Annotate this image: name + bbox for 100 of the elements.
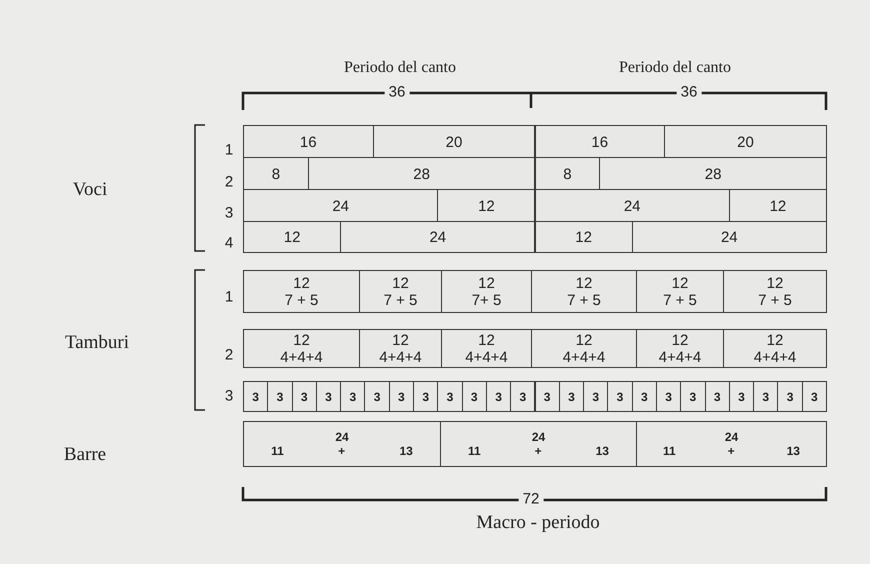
duration-cell — [441, 329, 532, 368]
duration-value: 11 — [271, 444, 284, 458]
duration-value: 4+4+4 — [379, 348, 422, 366]
group-label: Tamburi — [64, 332, 130, 354]
duration-value: 24 — [335, 430, 349, 444]
duration-value: 4+4+4 — [562, 348, 606, 366]
duration-cell — [632, 381, 657, 412]
duration-cell — [441, 270, 532, 313]
duration-cell — [534, 125, 666, 159]
duration-value: 13 — [596, 444, 609, 458]
duration-cell — [802, 381, 827, 412]
duration-value: 3 — [398, 390, 405, 404]
duration-value: 12 — [293, 274, 310, 292]
duration-value: 24 — [332, 198, 349, 214]
duration-value: 3 — [616, 390, 624, 404]
duration-cell — [534, 157, 600, 191]
duration-value: 28 — [704, 166, 722, 182]
duration-cell — [340, 221, 536, 253]
duration-cell — [723, 270, 827, 313]
duration-value: 12 — [672, 274, 688, 292]
duration-cell — [308, 157, 536, 191]
duration-cell — [462, 381, 487, 412]
duration-cell — [267, 381, 293, 412]
duration-value: 3 — [738, 390, 745, 404]
duration-cell — [340, 381, 366, 412]
duration-value: 24 — [429, 228, 446, 246]
duration-cell — [316, 381, 342, 412]
duration-cell — [531, 270, 637, 313]
duration-cell — [558, 381, 584, 412]
duration-value: 13 — [399, 444, 413, 458]
duration-value: 12 — [576, 274, 592, 292]
duration-cell — [599, 157, 827, 191]
duration-value: 8 — [563, 166, 572, 182]
group-label: Barre — [64, 444, 106, 466]
duration-cell — [704, 381, 730, 412]
duration-cell — [437, 381, 463, 412]
duration-cell — [583, 381, 608, 412]
duration-cell — [534, 189, 730, 223]
duration-value: 3 — [811, 390, 818, 404]
duration-value: 4+4+4 — [280, 348, 323, 366]
duration-value: 24 — [532, 430, 546, 444]
caption-text: Macro - periodo — [476, 512, 600, 534]
duration-value: 12 — [672, 332, 688, 348]
duration-cell — [388, 381, 414, 412]
duration-cell — [753, 381, 778, 412]
duration-value: 11 — [662, 444, 676, 458]
duration-value: 3 — [544, 390, 550, 404]
duration-value: 12 — [284, 228, 300, 246]
duration-value: 24 — [720, 228, 738, 246]
duration-cell — [632, 221, 827, 253]
duration-cell — [243, 125, 374, 159]
duration-value: 3 — [592, 390, 600, 404]
duration-cell — [359, 329, 442, 368]
duration-cell — [636, 421, 827, 467]
duration-value: 3 — [374, 390, 380, 404]
duration-cell — [372, 125, 536, 159]
duration-value: 3 — [349, 390, 356, 404]
duration-value: 16 — [591, 134, 608, 150]
duration-value: 4+4+4 — [754, 348, 796, 366]
duration-value: 11 — [468, 444, 481, 458]
duration-value: 7 + 5 — [284, 292, 318, 308]
duration-value: 24 — [624, 198, 640, 214]
duration-value: 13 — [786, 444, 800, 458]
duration-value: 3 — [665, 390, 672, 404]
duration-value: 20 — [446, 134, 462, 150]
duration-cell — [243, 421, 441, 467]
duration-value: 12 — [575, 228, 592, 246]
duration-value: 12 — [293, 332, 310, 348]
duration-value: 3 — [714, 390, 721, 404]
duration-value: + — [728, 444, 735, 458]
duration-value: 16 — [300, 134, 317, 150]
duration-value: 3 — [470, 390, 478, 404]
duration-cell — [636, 329, 724, 368]
duration-value: 8 — [272, 166, 280, 182]
duration-cell — [243, 157, 309, 191]
duration-value: 3 — [446, 390, 454, 404]
duration-cell — [728, 189, 827, 223]
duration-value: 3 — [325, 390, 332, 404]
duration-cell — [723, 329, 827, 368]
duration-value: 12 — [478, 198, 495, 214]
duration-cell — [777, 381, 803, 412]
duration-value: 12 — [766, 274, 784, 292]
group-label: Voci — [72, 179, 108, 201]
duration-value: 4+4+4 — [658, 348, 702, 366]
duration-cell — [531, 329, 637, 368]
duration-value: 12 — [392, 332, 409, 348]
duration-cell — [656, 381, 682, 412]
duration-cell — [534, 221, 633, 253]
duration-cell — [607, 381, 633, 412]
duration-cell — [636, 270, 724, 313]
duration-cell — [243, 221, 342, 253]
duration-value: 24 — [724, 430, 738, 444]
duration-value: 3 — [422, 390, 430, 404]
duration-value: 12 — [766, 332, 784, 348]
section-heading: Periodo del canto — [344, 59, 456, 77]
duration-cell — [437, 189, 536, 223]
duration-value: 3 — [640, 390, 648, 404]
duration-cell — [664, 125, 827, 159]
duration-value: 28 — [413, 166, 430, 182]
duration-value: 20 — [737, 134, 754, 150]
